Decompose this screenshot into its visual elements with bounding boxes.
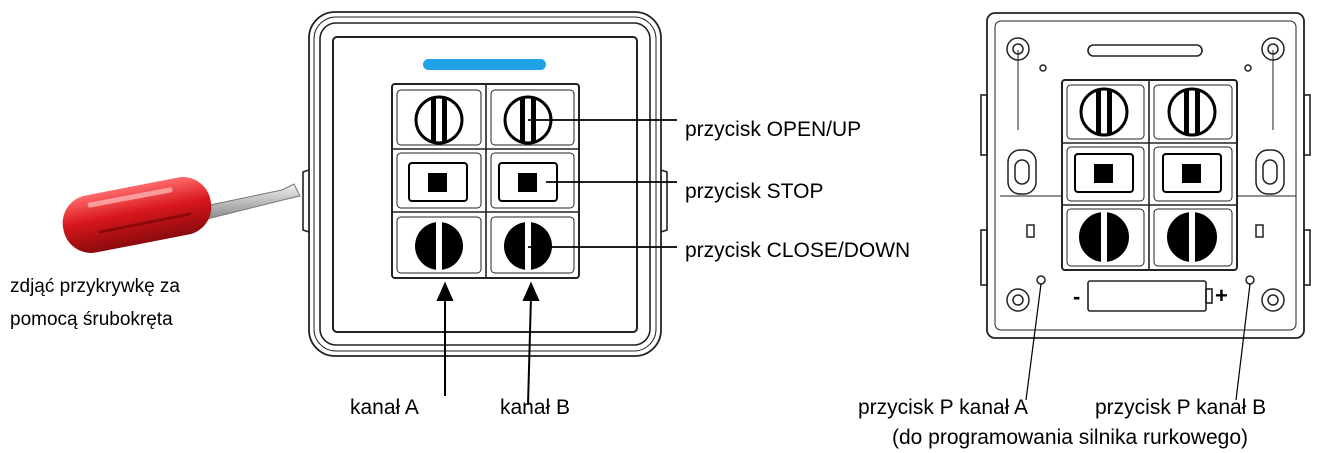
screw-holes xyxy=(1006,37,1285,312)
close-down-icon xyxy=(1079,212,1129,262)
stop-icon[interactable] xyxy=(408,162,468,202)
status-led xyxy=(423,59,546,70)
p-callout-lines xyxy=(1025,283,1251,401)
label-stop: przycisk STOP xyxy=(685,180,824,203)
channel-arrows xyxy=(436,281,540,406)
stop-icon xyxy=(1162,153,1222,193)
stop-icon xyxy=(1074,153,1134,193)
open-up-icon[interactable] xyxy=(414,95,464,145)
label-screwdriver-line1: zdjąć przykrywkę za xyxy=(10,276,180,297)
label-screwdriver-line2: pomocą śrubokręta xyxy=(10,309,173,330)
label-channel-a: kanał A xyxy=(350,396,419,419)
battery-compartment-icon xyxy=(1087,280,1213,312)
front-remote xyxy=(302,11,668,357)
close-down-icon[interactable] xyxy=(415,222,463,270)
callout-lines xyxy=(528,119,677,248)
front-button-block xyxy=(391,83,580,279)
label-close-down: przycisk CLOSE/DOWN xyxy=(685,239,911,262)
stop-icon[interactable] xyxy=(498,162,558,202)
p-button-b[interactable] xyxy=(1245,224,1264,285)
p-button-a[interactable] xyxy=(1026,224,1046,285)
label-programming-note: (do programowania silnika rurkowego) xyxy=(892,426,1248,449)
open-up-icon xyxy=(1167,87,1217,137)
screwdriver-icon xyxy=(62,177,301,253)
label-p-channel-a: przycisk P kanał A xyxy=(858,396,1029,419)
label-p-channel-b: przycisk P kanał B xyxy=(1095,396,1267,419)
label-open-up: przycisk OPEN/UP xyxy=(685,118,862,141)
back-button-block xyxy=(1061,79,1238,271)
battery-plus-sign: + xyxy=(1215,283,1228,308)
open-up-icon xyxy=(1079,87,1129,137)
close-down-icon[interactable] xyxy=(504,222,552,270)
label-channel-b: kanał B xyxy=(500,396,571,419)
close-down-icon xyxy=(1167,212,1217,262)
back-remote xyxy=(980,12,1311,339)
battery-minus-sign: - xyxy=(1073,284,1081,309)
